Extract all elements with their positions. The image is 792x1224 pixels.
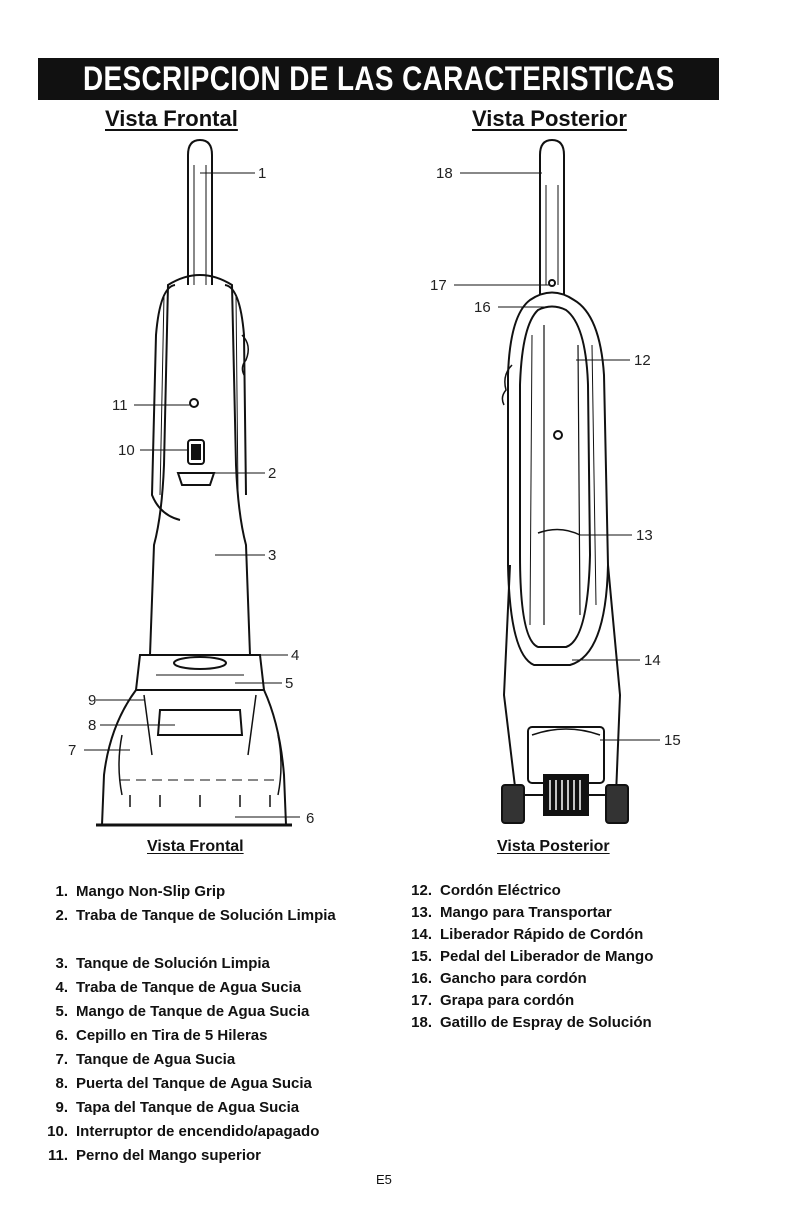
list-item: 5.Mango de Tanque de Agua Sucia (55, 1003, 310, 1020)
list-item: 15.Pedal del Liberador de Mango (411, 948, 654, 965)
list-item: 3.Tanque de Solución Limpia (55, 955, 270, 972)
rear-view-diagram: 12 13 14 15 16 17 18 (430, 138, 681, 824)
callout-9: 9 (88, 692, 96, 709)
callout-2: 2 (268, 465, 276, 482)
list-item: 10.Interruptor de encendido/apagado (47, 1123, 320, 1140)
page-title: DESCRIPCION DE LAS CARACTERISTICAS (82, 59, 675, 98)
list-item: 16.Gancho para cordón (411, 970, 587, 987)
front-view-diagram: 1 2 3 4 5 6 7 8 9 10 11 (68, 138, 314, 827)
front-view-heading: Vista Frontal (105, 106, 238, 131)
callout-14: 14 (644, 652, 661, 669)
callout-8: 8 (88, 717, 96, 734)
list-item: 4.Traba de Tanque de Agua Sucia (55, 979, 302, 996)
list-item: 6.Cepillo en Tira de 5 Hileras (55, 1027, 268, 1044)
callout-7: 7 (68, 742, 76, 759)
page-title-banner: DESCRIPCION DE LAS CARACTERISTICAS (38, 58, 719, 100)
list-item: 2.Traba de Tanque de Solución Limpia (55, 907, 336, 924)
callout-1: 1 (258, 165, 266, 182)
rear-view-heading: Vista Posterior (472, 106, 627, 131)
list-item: 11.Perno del Mango superior (47, 1147, 262, 1164)
callout-3: 3 (268, 547, 276, 564)
feature-list-right: 12.Cordón Eléctrico 13.Mango para Transp… (402, 880, 653, 1034)
list-item: 17.Grapa para cordón (411, 992, 575, 1009)
callout-18: 18 (436, 165, 453, 182)
rear-vacuum-outline (501, 138, 629, 824)
callout-6: 6 (306, 810, 314, 827)
callout-17: 17 (430, 277, 447, 294)
callout-10: 10 (118, 442, 135, 459)
list-item: 7.Tanque de Agua Sucia (55, 1051, 236, 1068)
list-item: 13.Mango para Transportar (411, 904, 612, 921)
callout-15: 15 (664, 732, 681, 749)
list-item: 12.Cordón Eléctrico (411, 882, 561, 899)
page-number: E5 (376, 1172, 392, 1187)
callout-13: 13 (636, 527, 653, 544)
callout-16: 16 (474, 299, 491, 316)
list-item: 9.Tapa del Tanque de Agua Sucia (55, 1099, 300, 1116)
list-item: 14.Liberador Rápido de Cordón (411, 926, 644, 943)
list-item: 8.Puerta del Tanque de Agua Sucia (55, 1075, 312, 1092)
front-callout-numbers: 1 2 3 4 5 6 7 8 9 10 11 (68, 165, 314, 827)
callout-11: 11 (112, 397, 128, 414)
rear-callout-lines (454, 172, 660, 741)
callout-5: 5 (285, 675, 293, 692)
list-item: 18.Gatillo de Espray de Solución (411, 1014, 652, 1031)
list-item: 1.Mango Non-Slip Grip (55, 883, 226, 900)
callout-4: 4 (291, 647, 299, 664)
front-view-caption: Vista Frontal (147, 838, 244, 855)
callout-12: 12 (634, 352, 651, 369)
front-callout-lines (84, 172, 300, 818)
rear-view-caption: Vista Posterior (497, 838, 610, 855)
feature-list-left: 1.Mango Non-Slip Grip 2.Traba de Tanque … (44, 880, 336, 1168)
rear-callout-numbers: 12 13 14 15 16 17 18 (430, 165, 681, 749)
front-vacuum-outline (96, 138, 292, 827)
